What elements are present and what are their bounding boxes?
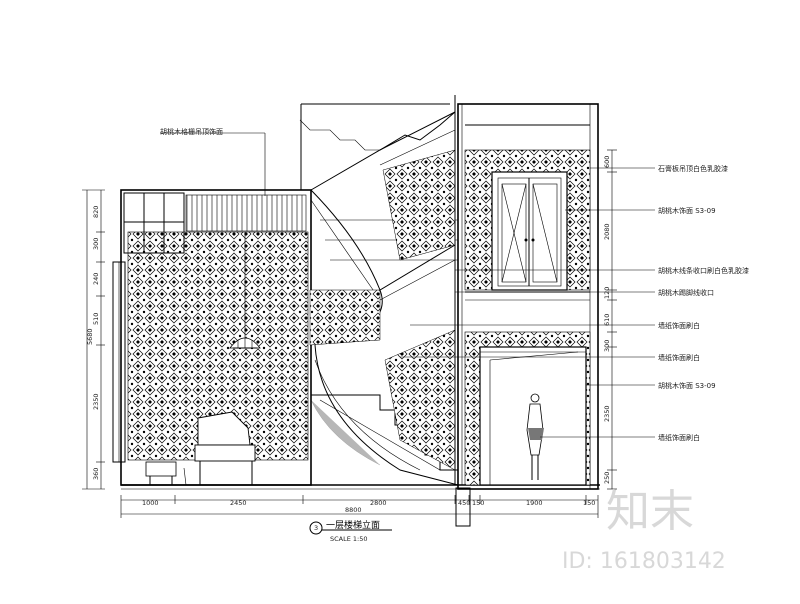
dim-bottom-3: 2800	[370, 499, 387, 507]
dim-right-5: 300	[603, 340, 611, 352]
callout-right-6: 墙纸饰面刷白	[658, 353, 700, 362]
dim-left-5: 510	[92, 313, 100, 325]
dim-bottom-1: 1000	[142, 499, 159, 507]
dim-left-7: 360	[92, 468, 100, 480]
pendant-lamp	[229, 232, 261, 349]
dim-bottom-4: 450	[458, 499, 470, 507]
dim-right-3: 120	[603, 287, 611, 299]
dim-bottom-6: 1900	[526, 499, 543, 507]
callout-right-4: 胡桃木踢脚线收口	[658, 288, 714, 297]
dim-right-2: 2080	[603, 223, 611, 240]
watermark-id: ID: 161803142	[562, 549, 726, 574]
callout-right-3: 胡桃木线条收口刷白色乳胶漆	[658, 266, 749, 275]
drawing-title-block	[309, 521, 392, 535]
callout-right-8: 墙纸饰面刷白	[658, 433, 700, 442]
drawing-title: 一层楼梯立面	[326, 519, 380, 531]
callout-ceiling-grille: 胡桃木格栅吊顶饰面	[160, 127, 223, 136]
dim-bottom-2: 2450	[230, 499, 247, 507]
dim-left-3: 240	[92, 273, 100, 285]
piano	[145, 411, 256, 486]
callout-right-1: 石膏板吊顶白色乳胶漆	[658, 164, 728, 173]
left-door-frame	[112, 261, 126, 463]
dim-left-total: 5680	[86, 328, 94, 345]
left-dimensions	[82, 189, 105, 490]
dim-left-6: 2350	[92, 393, 100, 410]
dim-bottom-5: 150	[472, 499, 484, 507]
dim-right-6: 2350	[603, 405, 611, 422]
top-shelves	[123, 192, 307, 254]
right-lower-room	[464, 331, 591, 486]
dim-bottom-total: 8800	[345, 506, 362, 514]
dim-right-1: 600	[603, 156, 611, 168]
right-dimensions	[607, 149, 617, 490]
callout-leaders	[160, 132, 655, 438]
drawing-scale: SCALE 1:50	[330, 535, 368, 543]
callout-right-7: 胡桃木饰面 S3-09	[658, 381, 716, 390]
dim-left-2: 300	[92, 238, 100, 250]
dim-right-4: 610	[603, 314, 611, 326]
statue-figure	[526, 393, 544, 480]
dim-left-1: 820	[92, 206, 100, 218]
callout-right-5: 墙纸饰面刷白	[658, 321, 700, 330]
bottom-dimensions	[120, 495, 599, 518]
dim-bottom-7: 150	[583, 499, 595, 507]
stair-wallpaper	[309, 149, 456, 471]
watermark-brand: 知末	[606, 486, 694, 537]
stair-post	[454, 95, 471, 527]
right-upper-room	[464, 124, 591, 301]
dim-right-7: 250	[603, 472, 611, 484]
callout-right-2: 胡桃木饰面 S3-09	[658, 206, 716, 215]
title-circle-number: 3	[314, 524, 318, 532]
